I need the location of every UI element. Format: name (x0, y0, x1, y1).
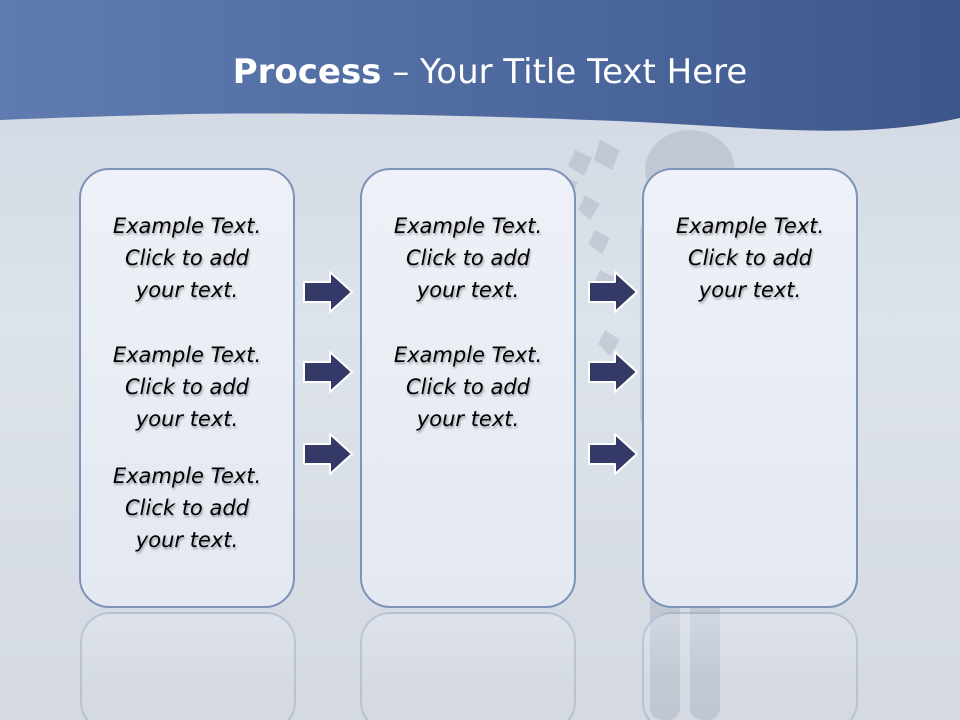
text-line: your text. (416, 278, 520, 302)
text-line: your text. (135, 528, 239, 552)
right-arrow-icon (588, 351, 638, 393)
slide-title[interactable]: Process – Your Title Text Here (0, 52, 960, 92)
process-box-1[interactable] (79, 168, 295, 608)
text-line: Click to add (687, 246, 812, 270)
text-block[interactable]: Example Text. Click to add your text. (360, 339, 576, 435)
text-line: Click to add (124, 246, 249, 270)
text-line: your text. (135, 407, 239, 431)
text-line: Example Text. (675, 214, 825, 238)
text-line: your text. (416, 407, 520, 431)
box-reflection-2 (360, 612, 576, 720)
text-line: Example Text. (112, 343, 262, 367)
right-arrow-icon (303, 351, 353, 393)
text-line: Click to add (124, 496, 249, 520)
text-line: Example Text. (112, 464, 262, 488)
text-line: Example Text. (112, 214, 262, 238)
title-rest: – Your Title Text Here (381, 52, 748, 92)
text-line: Example Text. (393, 214, 543, 238)
text-block[interactable]: Example Text. Click to add your text. (79, 210, 295, 306)
title-bold: Process (232, 52, 382, 92)
process-box-2[interactable] (360, 168, 576, 608)
box-reflection-1 (80, 612, 296, 720)
text-block[interactable]: Example Text. Click to add your text. (79, 339, 295, 435)
right-arrow-icon (303, 433, 353, 475)
process-box-3[interactable] (642, 168, 858, 608)
text-line: your text. (698, 278, 802, 302)
text-line: Click to add (124, 375, 249, 399)
text-line: your text. (135, 278, 239, 302)
text-line: Click to add (405, 375, 530, 399)
text-line: Example Text. (393, 343, 543, 367)
right-arrow-icon (588, 271, 638, 313)
text-block[interactable]: Example Text. Click to add your text. (360, 210, 576, 306)
header-band (0, 0, 960, 131)
right-arrow-icon (588, 433, 638, 475)
text-block[interactable]: Example Text. Click to add your text. (79, 460, 295, 556)
right-arrow-icon (303, 271, 353, 313)
text-block[interactable]: Example Text. Click to add your text. (642, 210, 858, 306)
box-reflection-3 (642, 612, 858, 720)
text-line: Click to add (405, 246, 530, 270)
